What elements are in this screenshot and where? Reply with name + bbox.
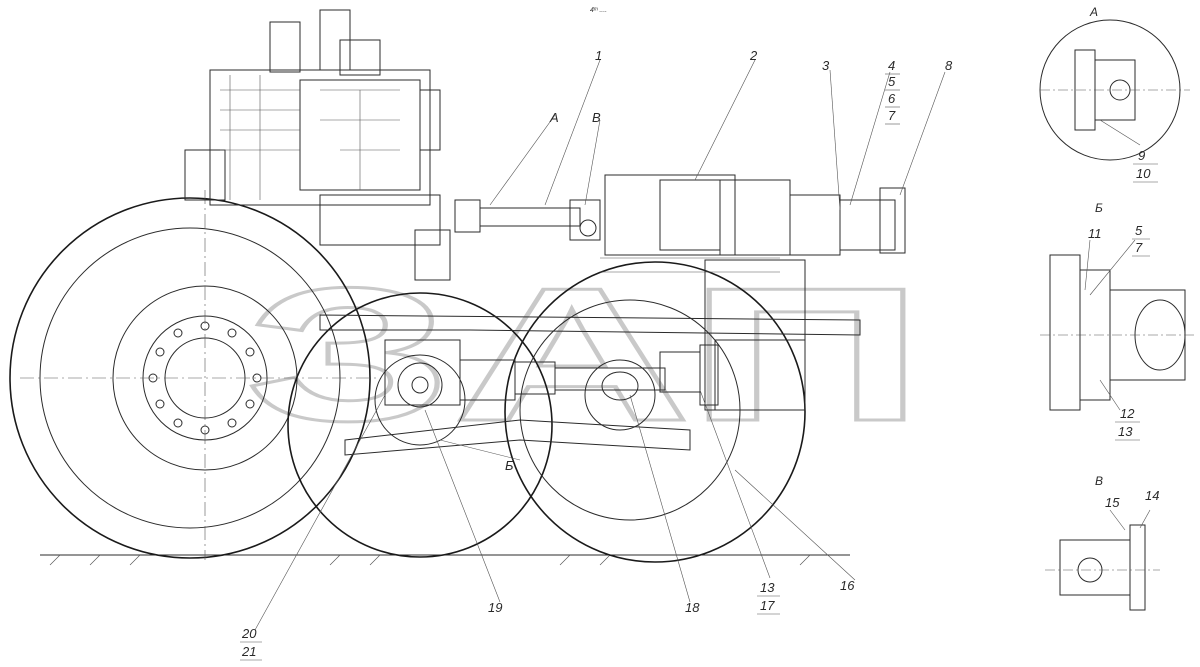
svg-text:9: 9 [1138,148,1145,163]
engine-block [184,9,451,281]
callout-13: 13 [760,580,775,595]
lower-cardan-shaft [384,339,719,406]
svg-text:13: 13 [1118,424,1133,439]
callout-8: 8 [945,58,953,73]
leader-lines [254,59,946,631]
callout-4: 4 [888,58,895,73]
callout-16: 16 [840,578,855,593]
svg-text:15: 15 [1105,495,1120,510]
detail-view-v: В 15 14 [1045,474,1160,611]
callout-2: 2 [749,48,758,63]
svg-text:14: 14 [1145,488,1159,503]
final-drive-housing [704,259,806,411]
svg-text:А: А [1089,5,1098,19]
callout-18: 18 [685,600,700,615]
callout-6: 6 [888,91,896,106]
svg-text:7: 7 [1135,240,1143,255]
callout-7: 7 [888,108,896,123]
upper-cardan-shaft [454,199,601,241]
view-b-marker: Б [505,458,514,473]
detail-view-a: А 9 10 [1039,5,1190,183]
svg-text:12: 12 [1120,406,1135,421]
svg-text:Б: Б [1095,201,1103,215]
callout-1: 1 [595,48,602,63]
svg-text:В: В [1095,474,1103,488]
callout-3: 3 [822,58,830,73]
svg-text:10: 10 [1136,166,1151,181]
callout-21: 21 [241,644,256,659]
callout-20: 20 [241,626,257,641]
transfer-case [600,174,906,273]
callout-17: 17 [760,598,775,613]
watermark: ЗАП [245,249,925,461]
svg-text:5: 5 [1135,223,1143,238]
view-a-marker: А [549,110,559,125]
svg-text:11: 11 [1088,226,1102,241]
callout-5: 5 [888,74,896,89]
detail-view-b: Б 11 5 7 12 13 [1040,201,1195,441]
top-mark: 4ᵐ .... [590,7,607,14]
view-v-marker: В [592,110,601,125]
callout-19: 19 [488,600,502,615]
balancer-frame [319,314,861,456]
rear-wheel [9,190,380,560]
